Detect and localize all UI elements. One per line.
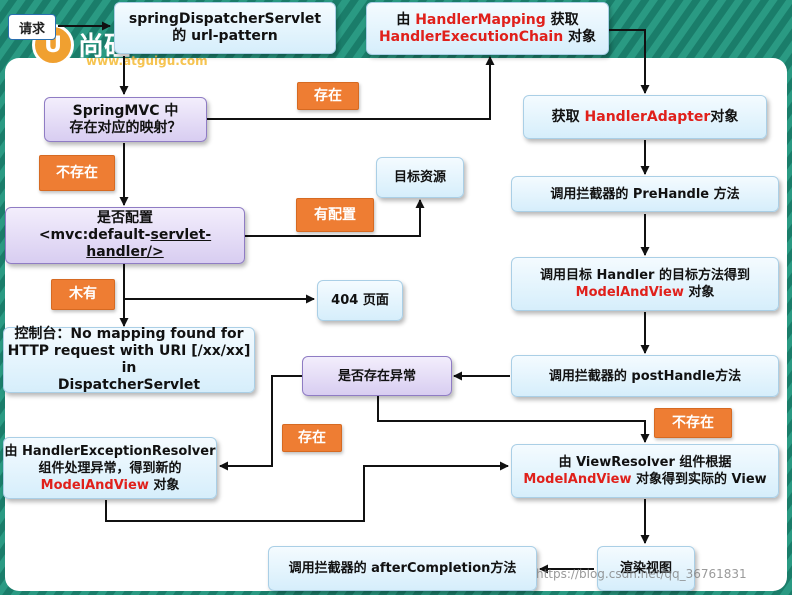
- label-exists-exception: 存在: [282, 424, 342, 452]
- node-posthandle: 调用拦截器的 postHandle方法: [511, 355, 779, 397]
- node-default-servlet-check: 是否配置 <mvc:default-servlet- handler/>: [5, 207, 245, 264]
- node-view-resolver: 由 ViewResolver 组件根据 ModelAndView 对象得到实际的…: [511, 444, 779, 498]
- node-exception-resolver: 由 HandlerExceptionResolver 组件处理异常，得到新的 M…: [3, 437, 217, 499]
- watermark: https://blog.csdn.net/qq_36761831: [536, 567, 747, 581]
- node-target-resource: 目标资源: [376, 157, 464, 198]
- arrow-no-exception-viewresolver: [377, 396, 650, 443]
- logo-url: www.atguigu.com: [86, 54, 208, 68]
- arrow-exception-resolver: [219, 375, 302, 471]
- label-not-configured: 木有: [51, 279, 115, 310]
- label-exists-top: 存在: [297, 82, 359, 110]
- arrow-resolver-viewresolver: [105, 461, 509, 522]
- label-not-exists-exception: 不存在: [654, 408, 732, 438]
- node-prehandle: 调用拦截器的 PreHandle 方法: [511, 176, 779, 212]
- node-servlet-url-pattern: springDispatcherServlet 的 url-pattern: [114, 2, 336, 54]
- label-configured: 有配置: [296, 198, 374, 232]
- node-404-page: 404 页面: [317, 280, 403, 321]
- node-after-completion: 调用拦截器的 afterCompletion方法: [268, 546, 537, 591]
- request-label: 请求: [8, 14, 56, 40]
- node-console-no-mapping: 控制台：No mapping found for HTTP request wi…: [3, 326, 255, 393]
- arrow-mapping-adapter: [609, 29, 650, 94]
- node-get-handler-adapter: 获取 HandlerAdapter对象: [523, 95, 767, 139]
- node-invoke-target-handler: 调用目标 Handler 的目标方法得到 ModelAndView 对象: [511, 257, 779, 311]
- label-not-exists-left: 不存在: [39, 155, 115, 191]
- node-handler-mapping: 由 HandlerMapping 获取 HandlerExecutionChai…: [366, 2, 609, 55]
- arrow-configured-target: [245, 199, 425, 237]
- node-render-view: 渲染视图: [597, 546, 695, 591]
- node-mapping-exists-check: SpringMVC 中 存在对应的映射？: [44, 97, 207, 142]
- arrow-exists-handler-mapping: [207, 56, 495, 120]
- node-exception-check: 是否存在异常: [302, 356, 452, 396]
